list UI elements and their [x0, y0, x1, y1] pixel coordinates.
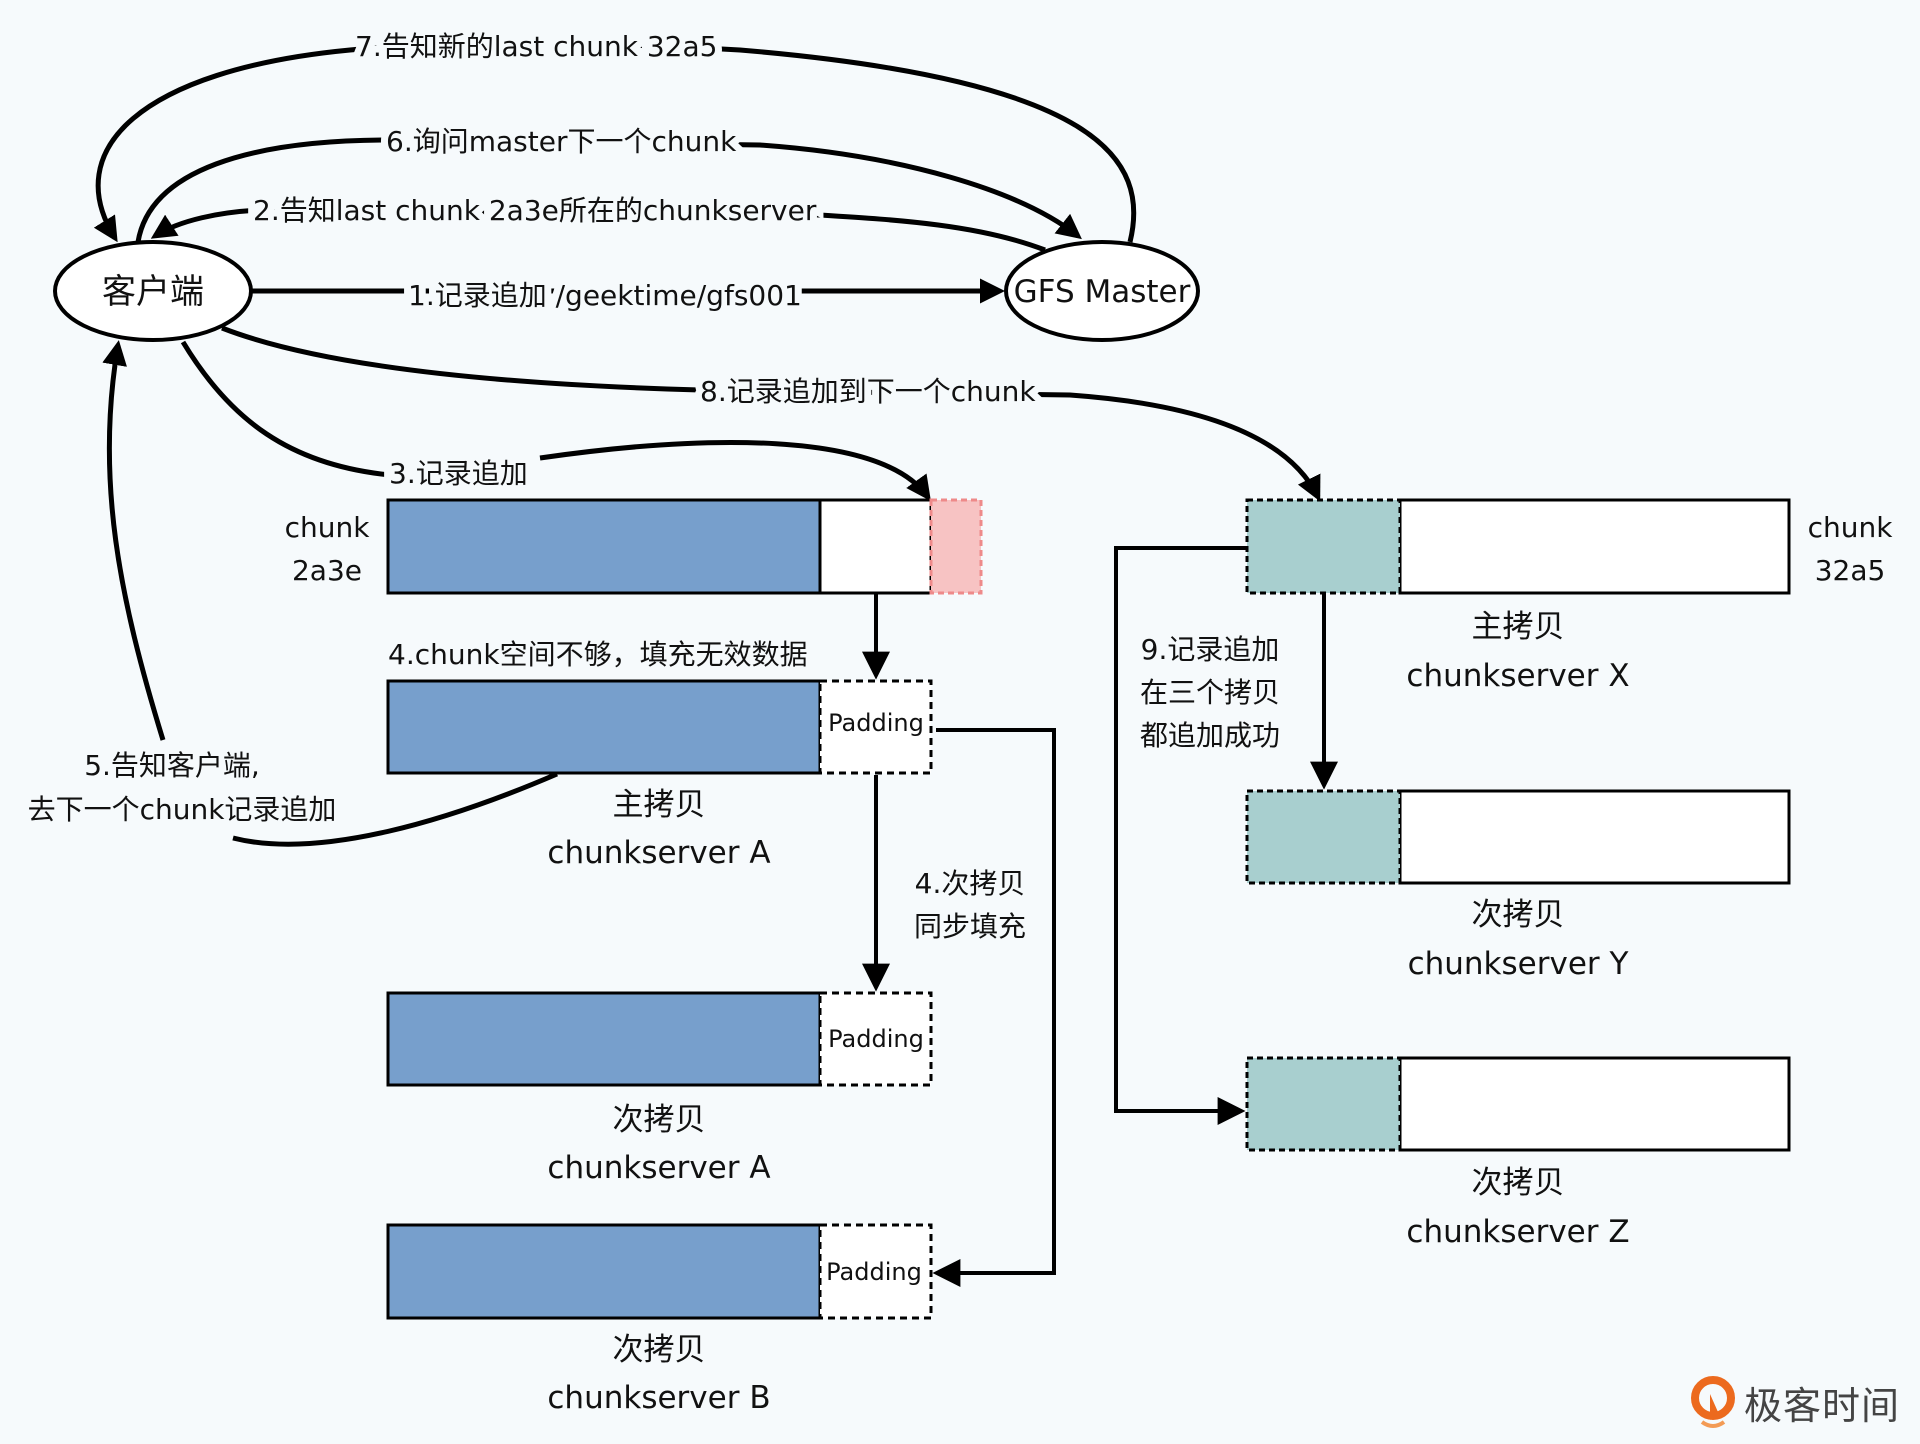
label-step4b-line2: 同步填充	[914, 910, 1026, 943]
label-step1: 1.记录追加 /geektime/gfs001	[408, 279, 802, 312]
replica-server: chunkserver A	[547, 835, 770, 871]
client-node	[53, 240, 253, 342]
replica-role: 次拷贝	[613, 1102, 706, 1138]
label-step9-line2: 在三个拷贝	[1140, 676, 1280, 709]
label-step5-line2: 去下一个chunk记录追加	[28, 793, 337, 826]
arrow-step5	[109, 345, 558, 847]
appended-record	[1245, 789, 1402, 885]
replica-role: 主拷贝	[613, 787, 706, 823]
padding-block	[818, 1223, 933, 1320]
label-step3: 3.记录追加	[389, 457, 528, 490]
label-step4b-line1: 4.次拷贝	[915, 867, 1026, 900]
arrow-step4b-to-secondary-b	[932, 728, 1056, 1287]
replica-secondary-y: 次拷贝 chunkserver Y	[1245, 789, 1791, 982]
padding-label: Padding	[826, 1258, 922, 1286]
replica-server: chunkserver X	[1406, 658, 1629, 694]
chunk-free-space	[1398, 789, 1791, 885]
arrow-step3	[180, 340, 928, 497]
replica-server: chunkserver B	[547, 1380, 770, 1416]
padding-block	[818, 679, 933, 775]
chunk-32a5-label-line1: chunk	[1808, 511, 1894, 544]
arrow-step2	[150, 207, 1046, 253]
chunk-2a3e-label-line1: chunk	[285, 511, 371, 544]
padding-label: Padding	[828, 1025, 924, 1053]
chunk-2a3e: chunk 2a3e	[285, 498, 983, 595]
label-step2: 2.告知last chunk 2a3e所在的chunkserver	[253, 194, 817, 227]
replica-role: 次拷贝	[1472, 897, 1565, 933]
arrow-step9-to-z	[1114, 546, 1246, 1125]
chunk-free-space	[1398, 498, 1791, 595]
master-node	[1004, 240, 1200, 342]
replica-server: chunkserver Y	[1408, 946, 1629, 982]
replica-data	[386, 1223, 822, 1320]
label-step4: 4.chunk空间不够，填充无效数据	[388, 638, 808, 671]
appended-record	[1245, 1056, 1402, 1152]
replica-secondary-z: 次拷贝 chunkserver Z	[1245, 1056, 1791, 1250]
replica-role: 主拷贝	[1472, 609, 1565, 645]
appended-record	[1245, 498, 1402, 595]
arrow-step6	[135, 137, 1082, 243]
label-step7: 7.告知新的last chunk 32a5	[355, 30, 717, 63]
master-label: GFS Master	[1014, 274, 1191, 310]
client-label: 客户端	[102, 272, 204, 312]
replica-data	[386, 991, 822, 1087]
chunk-2a3e-free-space	[818, 498, 933, 595]
replica-primary-a: Padding 主拷贝 chunkserver A	[386, 679, 933, 871]
label-step8: 8.记录追加到下一个chunk	[700, 375, 1036, 408]
label-step9-line1: 9.记录追加	[1141, 633, 1280, 666]
replica-server: chunkserver A	[547, 1150, 770, 1186]
geektime-logo-icon	[1690, 1375, 1735, 1428]
replica-server: chunkserver Z	[1406, 1214, 1629, 1250]
chunk-2a3e-label-line2: 2a3e	[292, 554, 362, 587]
replica-data	[386, 679, 822, 775]
replica-secondary-a: Padding 次拷贝 chunkserver A	[386, 991, 933, 1186]
watermark-text: 极客时间	[1743, 1384, 1900, 1428]
watermark: 极客时间	[1690, 1375, 1900, 1430]
arrow-step8	[221, 325, 1321, 502]
padding-label: Padding	[828, 709, 924, 737]
chunk-2a3e-overflow-record	[929, 498, 983, 595]
chunk-32a5-label-line2: 32a5	[1815, 554, 1886, 587]
label-step9-line3: 都追加成功	[1140, 719, 1280, 752]
padding-block	[818, 991, 933, 1087]
chunk-2a3e-data	[386, 498, 822, 595]
replica-primary-x: 主拷贝 chunkserver X chunk 32a5	[1245, 498, 1894, 694]
label-step5-line1: 5.告知客户端,	[84, 749, 260, 782]
arrow-step7	[93, 40, 1137, 243]
label-step6: 6.询问master下一个chunk	[386, 125, 737, 158]
chunk-free-space	[1398, 1056, 1791, 1152]
replica-role: 次拷贝	[613, 1332, 706, 1368]
replica-secondary-b: Padding 次拷贝 chunkserver B	[386, 1223, 933, 1416]
replica-role: 次拷贝	[1472, 1165, 1565, 1201]
